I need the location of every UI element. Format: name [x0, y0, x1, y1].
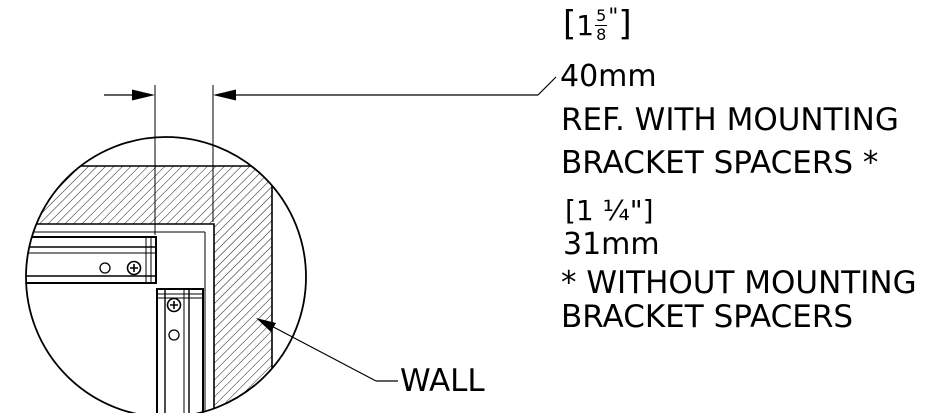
inch-whole: 1 — [576, 9, 595, 42]
dimension-imperial-without-spacers: [1 ¼"] — [565, 194, 654, 227]
fraction-denominator: 8 — [596, 25, 607, 44]
arrowhead-icon — [213, 89, 236, 101]
vertical-bracket-rail — [156, 288, 204, 413]
bracket-close: ] — [618, 4, 632, 44]
wall-section-hatched — [26, 165, 273, 413]
bracket-open: [ — [563, 4, 577, 44]
leader-line-wall — [261, 320, 377, 382]
hole-icon — [99, 262, 111, 274]
hole-icon — [168, 329, 180, 341]
leader-line-dimension-drop — [537, 76, 557, 96]
note-with-spacers-line1: REF. WITH MOUNTING — [561, 102, 899, 138]
screw-cross — [130, 264, 138, 272]
wall-label: WALL — [400, 363, 485, 399]
note-with-spacers-line2: BRACKET SPACERS * — [561, 145, 879, 181]
dimension-metric-without-spacers: 31mm — [563, 227, 660, 262]
screw-cross — [170, 301, 178, 309]
inch-mark: " — [608, 5, 619, 30]
arrowhead-icon — [256, 318, 276, 332]
detail-circle — [25, 136, 307, 413]
arrowhead-icon — [132, 89, 155, 101]
horizontal-bracket-rail — [26, 236, 157, 284]
note-without-spacers-line1: * WITHOUT MOUNTING — [561, 265, 917, 301]
fraction-numerator: 5 — [595, 6, 608, 26]
dimension-metric-with-spacers: 40mm — [560, 59, 657, 94]
note-without-spacers-line2: BRACKET SPACERS — [561, 299, 854, 335]
